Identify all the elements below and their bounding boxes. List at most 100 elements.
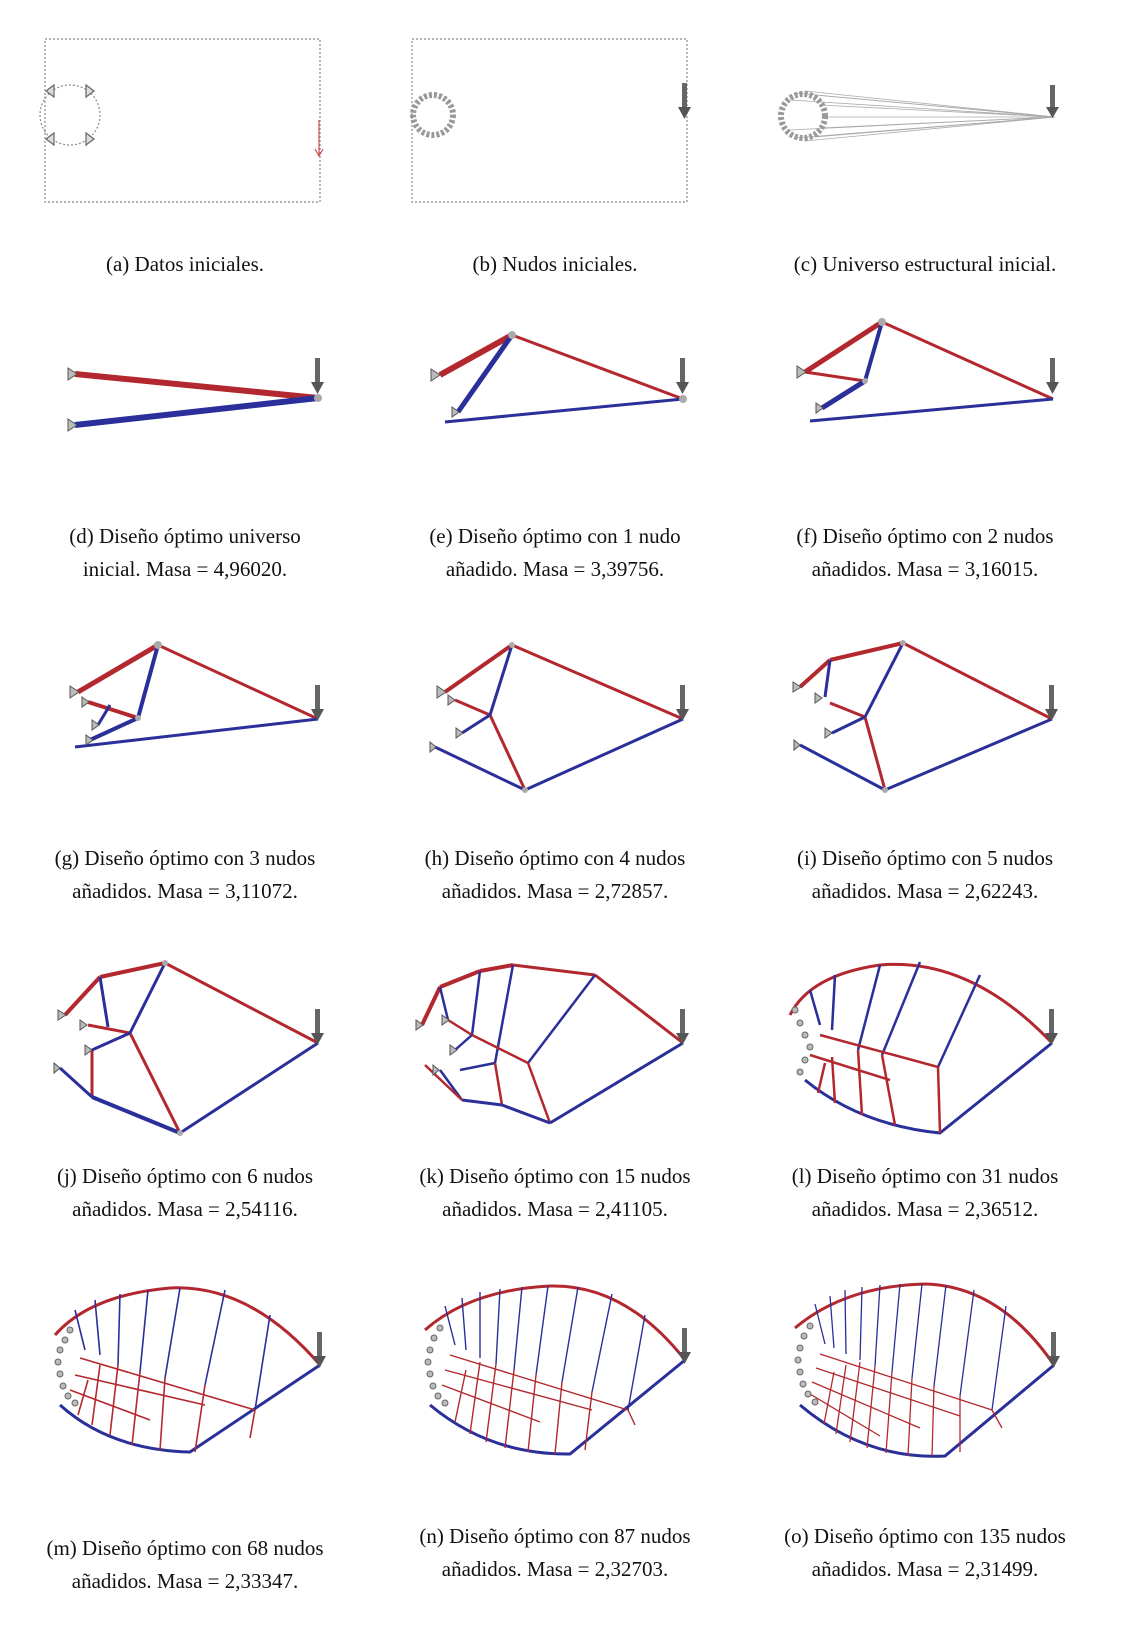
tension-bar	[804, 370, 866, 383]
tension-bar	[863, 716, 887, 791]
tension-bar	[511, 333, 684, 401]
tension-bar	[511, 643, 684, 721]
pin-support-icon	[415, 1014, 458, 1077]
compression-bar	[136, 644, 160, 719]
node	[177, 1130, 183, 1136]
panel-o	[770, 1270, 1080, 1460]
compression-bar	[809, 397, 1054, 423]
drawing-i	[792, 640, 1058, 793]
tension-bar	[803, 319, 884, 375]
down-arrow-icon	[1047, 1332, 1060, 1368]
down-arrow-icon	[678, 1328, 691, 1364]
drawing-c	[778, 85, 1059, 142]
compression-bar	[461, 713, 491, 735]
compression-bar	[179, 1041, 319, 1135]
down-arrow-icon	[311, 1009, 324, 1045]
panel-m	[30, 1270, 340, 1460]
compression-bar	[58, 1066, 94, 1099]
compression-bar	[863, 321, 884, 382]
panel-n	[400, 1270, 710, 1460]
truss-bars	[53, 1286, 322, 1454]
panel-g	[30, 615, 340, 805]
pin-support-icon	[67, 367, 78, 432]
structural-universe-bars	[789, 90, 1056, 142]
panel-b	[400, 25, 710, 215]
node	[154, 641, 162, 649]
down-arrow-icon	[678, 83, 691, 119]
tension-bar	[902, 641, 1053, 721]
load-node	[679, 395, 687, 403]
node	[862, 378, 868, 384]
load-node	[314, 394, 322, 402]
tension-bar	[438, 332, 514, 378]
tension-bar	[87, 700, 139, 720]
drawing-g	[69, 641, 324, 749]
node	[509, 642, 515, 648]
compression-bar	[455, 333, 515, 414]
drawing-a	[39, 38, 324, 203]
compression-bar	[884, 717, 1053, 792]
design-domain	[44, 38, 321, 203]
node	[162, 960, 168, 966]
compression-bar	[863, 642, 905, 718]
compression-bar	[831, 715, 866, 735]
compression-bar	[98, 976, 110, 1028]
panel-j	[30, 945, 340, 1136]
down-arrow-icon	[676, 1009, 689, 1045]
compression-bar	[488, 644, 514, 716]
panel-a	[30, 25, 340, 215]
panel-e	[400, 300, 710, 490]
down-arrow-icon	[676, 685, 689, 721]
node	[882, 787, 888, 793]
caption-a: (a) Datos iniciales.	[105, 252, 265, 276]
support-cluster	[424, 1324, 449, 1407]
pin-support-icon	[53, 1009, 93, 1075]
drawing-b	[410, 38, 691, 203]
drawing-j	[53, 960, 324, 1136]
tension-bar	[488, 714, 527, 791]
compression-bar	[524, 717, 684, 792]
node	[878, 318, 886, 326]
compression-bar	[444, 397, 684, 424]
down-arrow-icon	[1046, 358, 1059, 394]
node	[522, 787, 528, 793]
down-arrow-icon	[313, 1332, 326, 1368]
compression-bar	[74, 395, 319, 428]
compression-bar	[434, 745, 526, 792]
compression-bar	[74, 717, 319, 749]
tension-bar	[99, 961, 166, 979]
tension-bar	[87, 1023, 131, 1035]
down-arrow-icon	[314, 120, 324, 158]
truss-bars	[788, 961, 1054, 1135]
pin-support-icon	[45, 83, 95, 147]
panel-c	[770, 25, 1080, 215]
support-cluster	[54, 1326, 79, 1407]
compression-bar	[128, 962, 167, 1034]
down-arrow-icon	[1046, 85, 1059, 118]
drawing-m	[53, 1286, 326, 1454]
tension-bar	[164, 961, 319, 1045]
compression-bar	[96, 704, 112, 726]
tension-bar	[74, 371, 319, 401]
drawing-l	[788, 961, 1058, 1135]
truss-bars	[420, 963, 684, 1125]
pin-support-icon	[796, 365, 824, 414]
pin-support-icon	[792, 681, 833, 752]
drawing-d	[67, 358, 324, 432]
node	[900, 640, 906, 646]
caption-c: (c) Universo estructural inicial.	[793, 252, 1057, 276]
drawing-h	[429, 642, 689, 793]
down-arrow-icon	[1045, 1009, 1058, 1045]
compression-bar	[820, 378, 867, 411]
tension-bar	[829, 641, 904, 662]
drawing-f	[796, 318, 1059, 423]
tension-bar	[798, 658, 832, 689]
drawing-e	[430, 331, 689, 424]
